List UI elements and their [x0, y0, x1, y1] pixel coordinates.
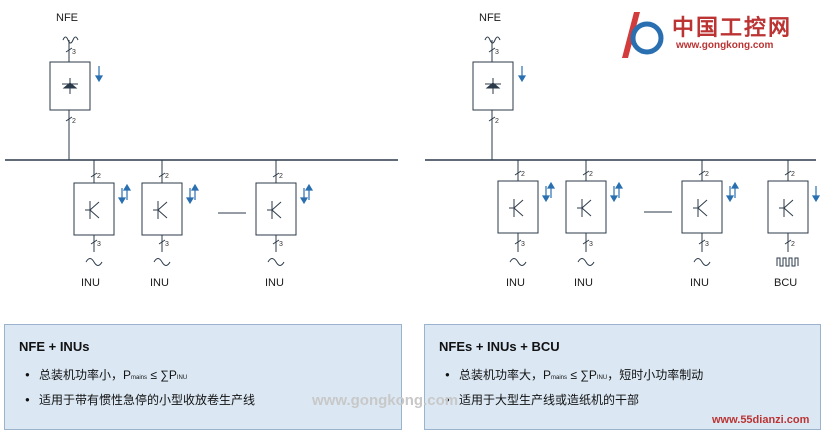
inu-box-2 [141, 182, 183, 236]
inu-label: INU [574, 277, 593, 289]
sine-output-icon [267, 258, 285, 266]
right-info-card: NFEs + INUs + BCU 总装机功率大，Pmains ≤ ∑PINU，… [424, 324, 821, 430]
bullet-item: 总装机功率大，Pmains ≤ ∑PINU，短时小功率制动 [445, 364, 806, 389]
wire-count-labels: 3 2 2 3 2 3 2 3 3 2 2 3 2 3 2 3 2 2 [72, 49, 795, 248]
svg-text:3: 3 [165, 241, 169, 248]
sine-output-icon [85, 258, 103, 266]
inu-label: INU [265, 277, 284, 289]
card-bullets: 总装机功率大，Pmains ≤ ∑PINU，短时小功率制动 适用于大型生产线或造… [439, 364, 806, 411]
svg-text:2: 2 [165, 173, 169, 180]
svg-text:2: 2 [791, 171, 795, 178]
svg-text:3: 3 [72, 49, 76, 56]
svg-text:3: 3 [279, 241, 283, 248]
igbt-symbol [85, 201, 282, 219]
svg-text:2: 2 [97, 173, 101, 180]
bcu-label: BCU [774, 277, 797, 289]
svg-text:2: 2 [495, 118, 499, 125]
sine-output-icon [153, 258, 171, 266]
svg-text:2: 2 [279, 173, 283, 180]
card-title: NFE + INUs [19, 339, 90, 354]
ac-supply-symbol [62, 36, 79, 44]
nfe-label: NFE [479, 12, 501, 24]
inu-label: INU [506, 277, 525, 289]
svg-text:3: 3 [97, 241, 101, 248]
watermark-logo-text: 中国工控网 [672, 15, 793, 40]
nfe-box [49, 61, 91, 111]
card-bullets: 总装机功率小，Pmains ≤ ∑PINU 适用于带有惯性急停的小型收放卷生产线 [19, 364, 387, 411]
inu-label: INU [690, 277, 709, 289]
power-flow-down-arrow [94, 66, 104, 83]
inu-label: INU [81, 277, 100, 289]
svg-text:3: 3 [589, 241, 593, 248]
bullet-item: 适用于带有惯性急停的小型收放卷生产线 [25, 389, 387, 411]
watermark-logo-url: www.gongkong.com [676, 40, 774, 51]
watermark-corner-url: www.55dianzi.com [712, 414, 810, 426]
bullet-item: 适用于大型生产线或造纸机的干部 [445, 389, 806, 411]
svg-text:2: 2 [521, 171, 525, 178]
left-info-card: NFE + INUs 总装机功率小，Pmains ≤ ∑PINU 适用于带有惯性… [4, 324, 402, 430]
card-title: NFEs + INUs + BCU [439, 339, 560, 354]
bcu-box [767, 180, 809, 234]
pulse-output-icon [776, 257, 799, 267]
svg-text:2: 2 [791, 241, 795, 248]
svg-text:3: 3 [521, 241, 525, 248]
svg-text:2: 2 [589, 171, 593, 178]
nfe-label: NFE [56, 12, 78, 24]
diode-symbol [62, 78, 78, 94]
svg-text:2: 2 [705, 171, 709, 178]
svg-text:2: 2 [72, 118, 76, 125]
svg-text:3: 3 [705, 241, 709, 248]
right-diagram [425, 36, 816, 252]
left-diagram [5, 36, 398, 252]
bullet-item: 总装机功率小，Pmains ≤ ∑PINU [25, 364, 387, 389]
svg-text:3: 3 [495, 49, 499, 56]
watermark-center-url: www.gongkong.com [312, 392, 459, 409]
inu-box-1 [73, 182, 115, 236]
inu-label: INU [150, 277, 169, 289]
inu-box-3 [255, 182, 297, 236]
power-flow-bidirectional-arrow [117, 183, 314, 205]
watermark-logo-icon [622, 12, 664, 58]
